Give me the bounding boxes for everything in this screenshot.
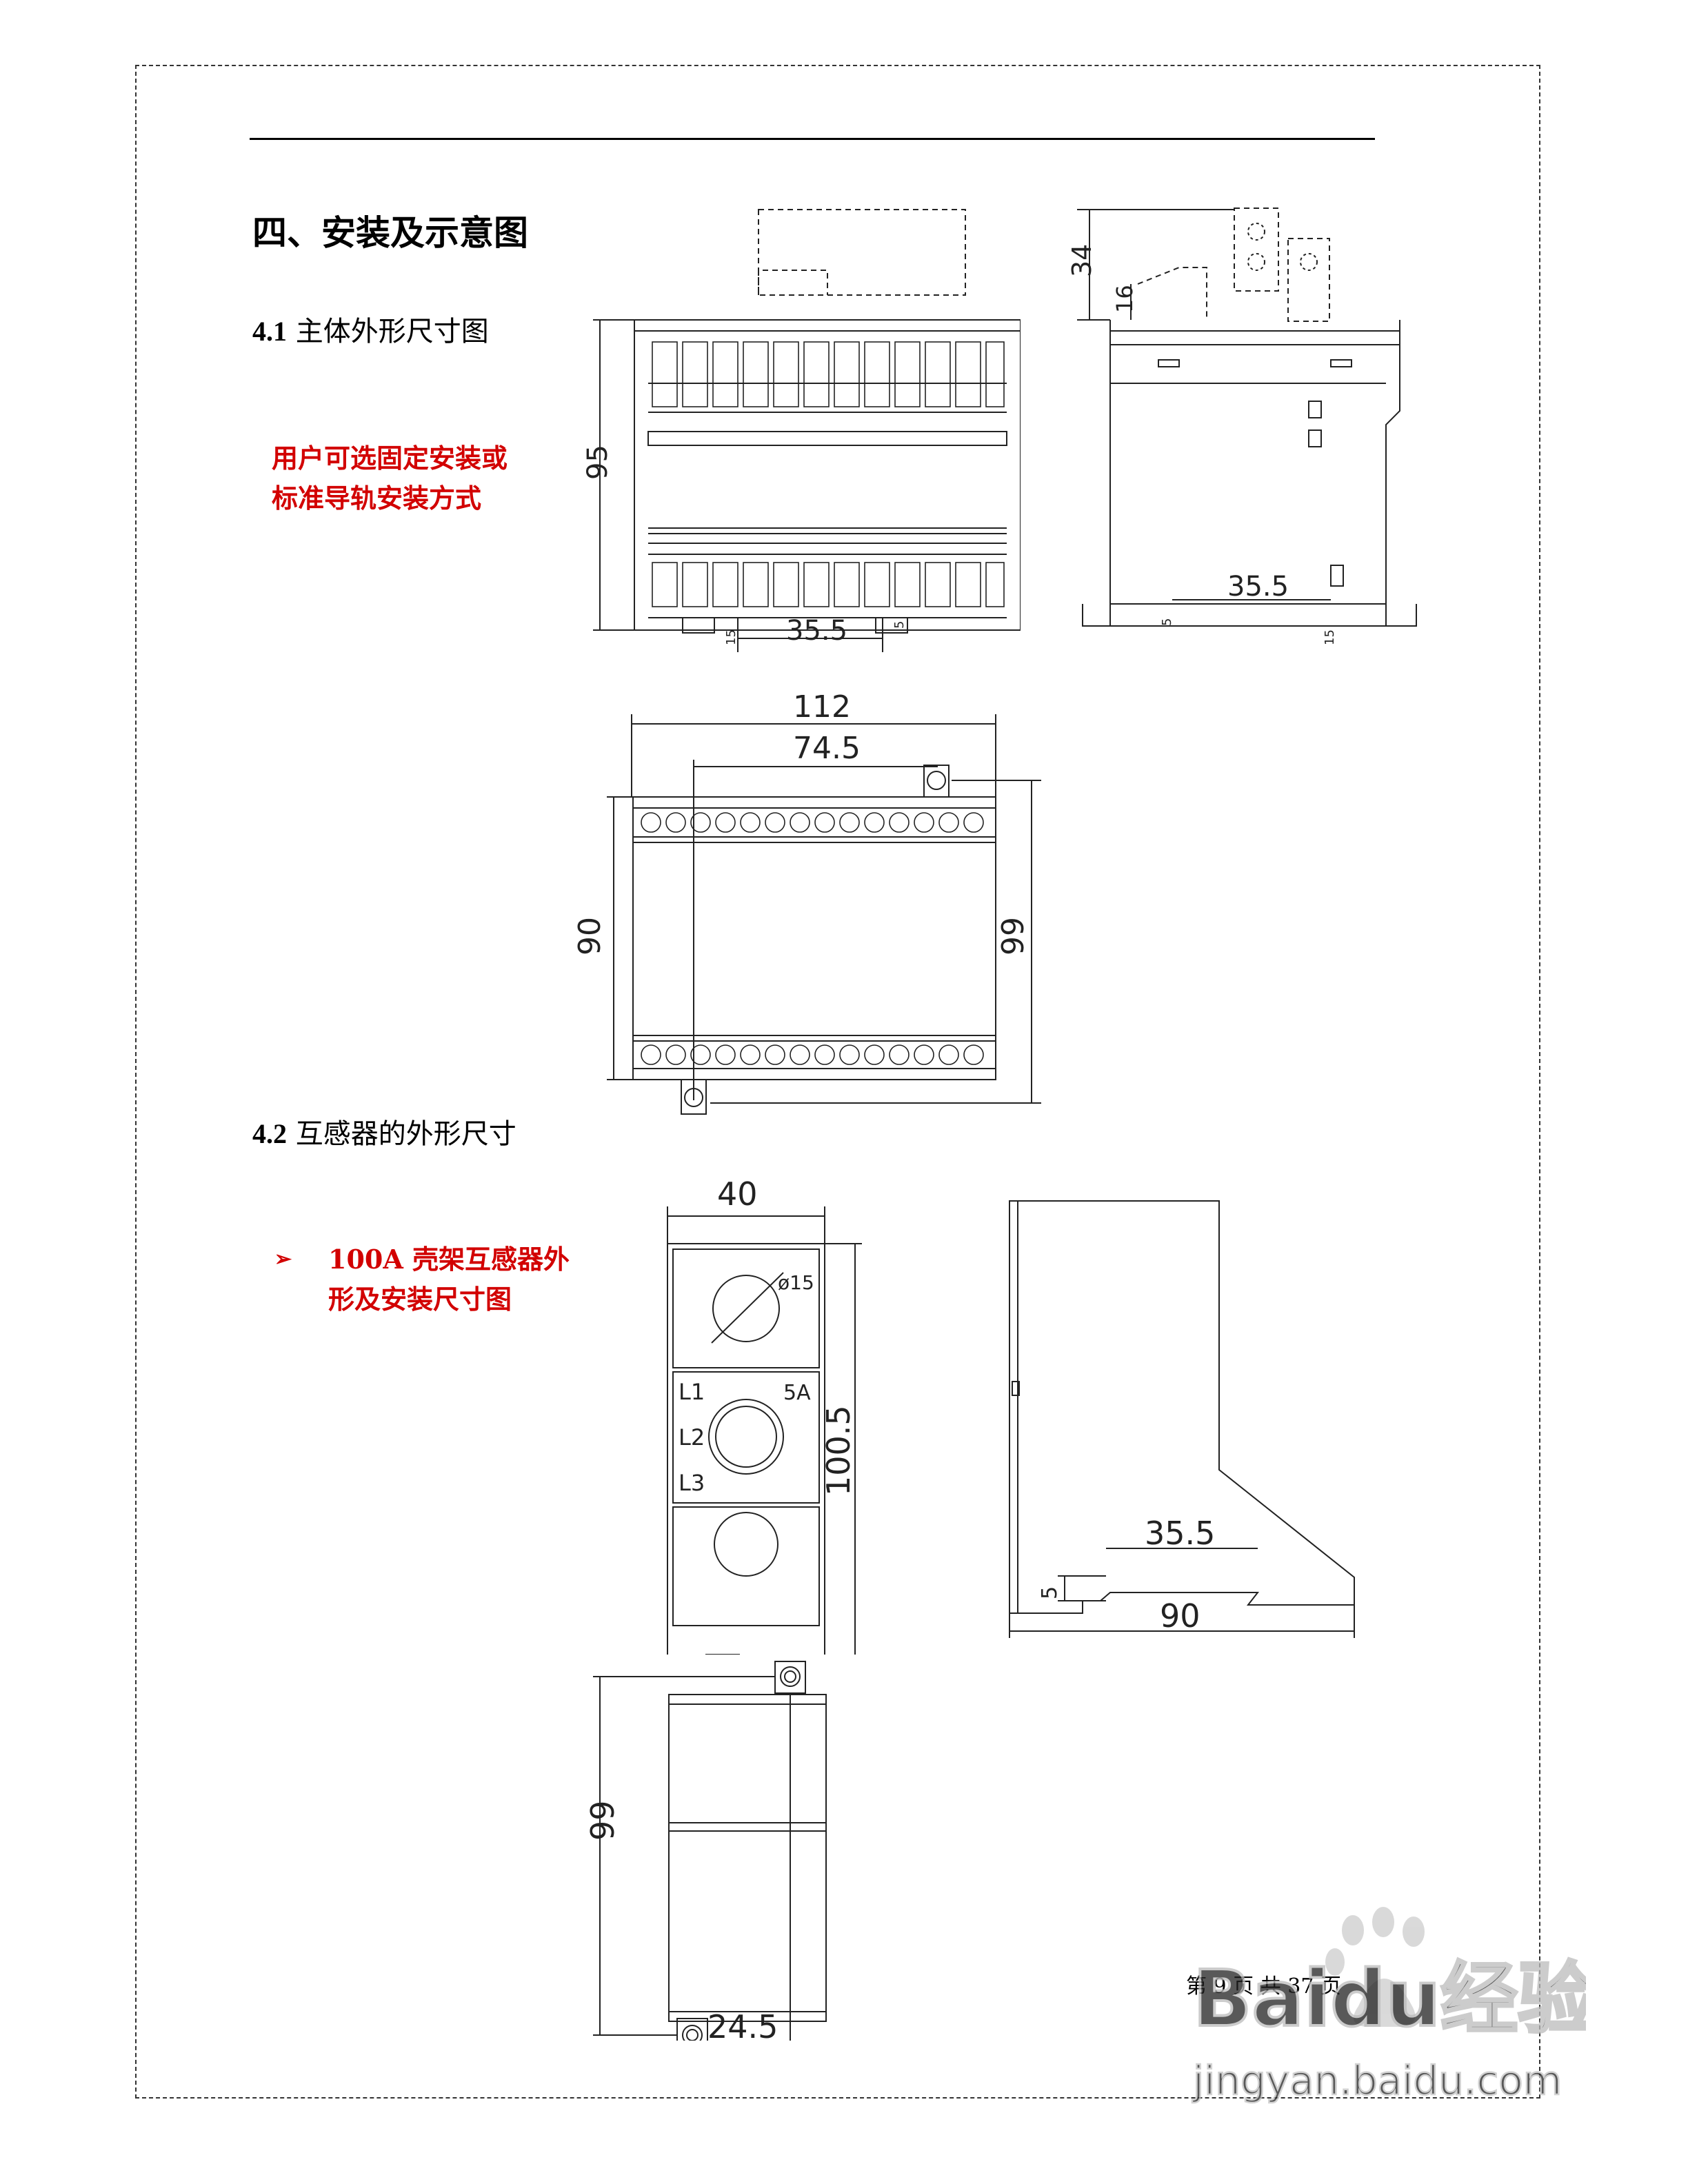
section-title: 四、安装及示意图 [252,212,528,253]
ct-side-drawing: 35.5 5 90 [1009,1200,1355,1638]
dim-small-b-side: 15 [1323,629,1337,645]
ct-side-dim-rail: 35.5 [1145,1515,1215,1552]
ct-top-drawing: 99 24.5 [584,1661,827,2041]
ct-side-dim-small: 5 [1038,1586,1062,1599]
paw-logo-icon [1325,1907,1425,2027]
ct-label-rating: 5A [783,1381,811,1405]
dim-rail-side: 35.5 [1227,571,1289,603]
dim-top: 34 [1069,244,1097,277]
ct-note: ➢ 100A 壳架互感器外 形及安装尺寸图 [274,1240,570,1320]
ct-dim-width: 40 [717,1175,758,1213]
main-front-drawing: 95 35.5 15 5 [582,209,1021,652]
header-rule [250,138,1375,140]
main-side-drawing: 34 16 35.5 5 15 [1069,208,1417,645]
ct-top-dim-width: 24.5 [707,2008,778,2041]
page-frame [135,65,1540,2099]
dim-width: 112 [793,689,851,725]
install-note-line1: 用户可选固定安装或 [272,443,508,474]
ct-dim-dia: ø15 [778,1271,814,1294]
ct-top-hole [712,1275,780,1342]
ct-side-dim-depth: 90 [1160,1597,1200,1635]
subsection-4-1-number: 4.1 [252,316,287,347]
main-top-drawing: 112 74.5 90 99 [572,689,1041,1115]
subsection-4-1: 4.1 主体外形尺寸图 [252,309,489,349]
ct-front-drawing: 40 ø15 100.5 L1 L2 L3 5A [667,1175,862,1655]
ct-side-body [1009,1200,1355,1614]
dim-right: 99 [996,917,1031,956]
top-body [632,796,996,1080]
front-body [634,319,1021,631]
ct-center-hole [708,1399,784,1475]
ct-bottom-hole [714,1512,778,1577]
terminal-row-bottom [652,562,1005,607]
dim-small-b: 5 [892,621,907,629]
ct-note-line2: 形及安装尺寸图 [328,1284,512,1315]
ct-label-l1: L1 [679,1379,705,1405]
install-note: 用户可选固定安装或 标准导轨安装方式 [272,438,508,518]
dim-height: 95 [582,445,614,480]
terminal-screws-top [641,812,984,833]
install-note-line2: 标准导轨安装方式 [272,483,482,514]
dim-hole: 74.5 [793,731,861,766]
subsection-4-2-title: 互感器的外形尺寸 [295,1118,516,1150]
ct-label-l3: L3 [679,1470,705,1496]
bullet-arrow-icon: ➢ [274,1247,292,1271]
subsection-4-2: 4.2 互感器的外形尺寸 [252,1111,516,1151]
dim-left: 90 [572,917,607,956]
ct-label-l2: L2 [679,1424,705,1450]
baidu-watermark: Baidu经验 jingyan.baidu.com [1191,1907,1586,2105]
ct-dim-height: 100.5 [820,1405,857,1496]
watermark-brand: Baidu经验 [1193,1954,1586,2044]
ct-note-line1: 100A 壳架互感器外 [328,1244,570,1275]
dim-small-a-side: 5 [1160,618,1174,626]
dim-top2: 16 [1112,285,1138,313]
ct-top-body [668,1694,827,2022]
terminal-cover-outline [758,209,966,296]
watermark-url: jingyan.baidu.com [1192,2057,1562,2104]
subsection-4-1-title: 主体外形尺寸图 [295,316,489,347]
ct-body [667,1243,825,1655]
dim-small-a: 15 [724,629,738,645]
ct-top-dim-height: 99 [584,1800,621,1841]
terminal-row-top [652,341,1005,407]
dim-rail: 35.5 [786,615,847,647]
terminal-screws-bottom [641,1044,984,1065]
subsection-4-2-number: 4.2 [252,1118,287,1149]
page-number: 第 9 页 共 37 页 [1186,1974,1341,1999]
